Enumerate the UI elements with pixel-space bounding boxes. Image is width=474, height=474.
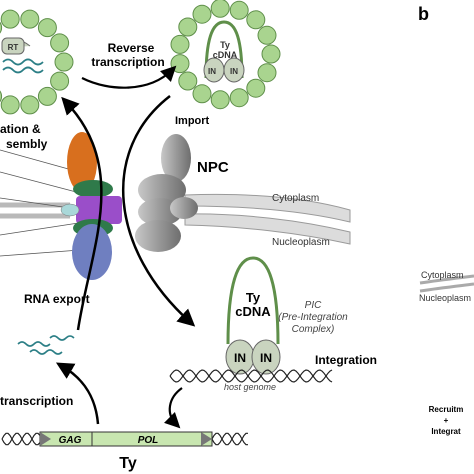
- vlp-cdna-label: cDNA: [213, 50, 238, 60]
- reverse-transcription-arrow: [81, 65, 177, 89]
- nuclear-pore-complex-colored: [60, 132, 122, 280]
- left-vlp-interior: [1, 37, 44, 74]
- reverse-transcription-label-2: transcription: [91, 55, 164, 69]
- npc-label: NPC: [197, 159, 229, 176]
- reverse-transcription-label-1: Reverse: [108, 41, 155, 55]
- capsid-bead: [37, 86, 57, 106]
- pic-cdna-label: cDNA: [235, 304, 271, 319]
- pic-ty-label: Ty: [246, 290, 261, 305]
- dna-strand: [1, 432, 41, 446]
- capsid-bead: [0, 90, 3, 103]
- capsid-bead: [170, 34, 190, 54]
- capsid-bead: [229, 88, 249, 108]
- pic-label-3: Complex): [292, 324, 335, 335]
- left-virus-like-particle: [0, 9, 74, 115]
- ty-gene-label: Ty: [119, 455, 137, 472]
- panel-b-label: b: [418, 4, 429, 24]
- right-virus-like-particle: [170, 0, 281, 110]
- panel-b-recruitment-label: Recruitm: [429, 405, 464, 414]
- nuclear-rna: [17, 335, 75, 355]
- rna-export-label: RNA export: [24, 292, 90, 306]
- capsid-bead: [257, 25, 277, 45]
- panel-b-membrane: [419, 274, 474, 293]
- capsid-bead: [0, 21, 3, 34]
- import-label: Import: [175, 115, 210, 127]
- vlp-in-label-1: IN: [208, 67, 216, 76]
- leader-lines: [0, 149, 86, 257]
- host-genome-label: host genome: [224, 382, 276, 392]
- gag-label: GAG: [59, 435, 82, 446]
- capsid-bead: [0, 9, 20, 29]
- dna-strand: [211, 432, 248, 446]
- dna-strand: [169, 369, 333, 383]
- panel-b-nucleoplasm-label: Nucleoplasm: [419, 293, 471, 303]
- capsid-bead: [170, 54, 190, 74]
- capsid-bead: [192, 84, 212, 104]
- integration-to-gene-arrow: [164, 387, 183, 429]
- capsid-bead: [261, 44, 281, 64]
- integration-label: Integration: [315, 353, 377, 367]
- nuclear-envelope: [0, 193, 351, 245]
- capsid-bead: [210, 0, 230, 18]
- capsid-bead: [210, 90, 230, 110]
- capsid-bead: [246, 78, 266, 98]
- pol-label: POL: [138, 435, 159, 446]
- cytoplasm-label: Cytoplasm: [272, 193, 319, 204]
- vlp-in-label-2: IN: [230, 67, 238, 76]
- right-vlp-interior: [203, 20, 245, 83]
- capsid-bead: [20, 95, 40, 115]
- ty-element: [39, 431, 213, 447]
- capsid-bead: [54, 52, 74, 72]
- capsid-bead: [257, 63, 277, 83]
- dna-strand: [169, 369, 333, 383]
- dna-strand: [1, 432, 41, 446]
- export-arrow: [61, 96, 103, 331]
- capsid-bead: [50, 71, 70, 91]
- capsid-bead: [192, 4, 212, 24]
- capsid-bead: [246, 10, 266, 30]
- panel-b-integration-label: Integrat: [431, 427, 461, 436]
- import-arrow: [121, 95, 196, 327]
- vlp-ty-label: Ty: [220, 40, 230, 50]
- pic-label-1: PIC: [305, 300, 322, 311]
- capsid-bead: [20, 9, 40, 29]
- nucleoplasm-label: Nucleoplasm: [272, 237, 330, 248]
- pic-in-label-1: IN: [234, 351, 246, 365]
- assembly-label-1: ation &: [0, 122, 41, 136]
- pre-integration-complex: [225, 256, 281, 375]
- pic-in-label-2: IN: [260, 351, 272, 365]
- rt-label: RT: [8, 43, 19, 52]
- capsid-bead: [50, 33, 70, 53]
- panel-b-cytoplasm-label: Cytoplasm: [421, 270, 464, 280]
- transcription-arrow: [55, 362, 100, 425]
- capsid-bead: [178, 17, 198, 37]
- capsid-bead: [37, 18, 57, 38]
- panel-b-plus-label: +: [444, 416, 449, 425]
- capsid-bead: [178, 71, 198, 91]
- capsid-bead: [229, 0, 249, 20]
- gray-nuclear-pore-complex: [135, 134, 198, 252]
- capsid-bead: [0, 95, 20, 115]
- transcription-label: transcription: [0, 394, 73, 408]
- host-genome-dna: [169, 369, 333, 383]
- assembly-label-2: sembly: [6, 137, 48, 151]
- pic-label-2: (Pre-Integration: [278, 312, 348, 323]
- ty-gene-dna: [1, 432, 248, 446]
